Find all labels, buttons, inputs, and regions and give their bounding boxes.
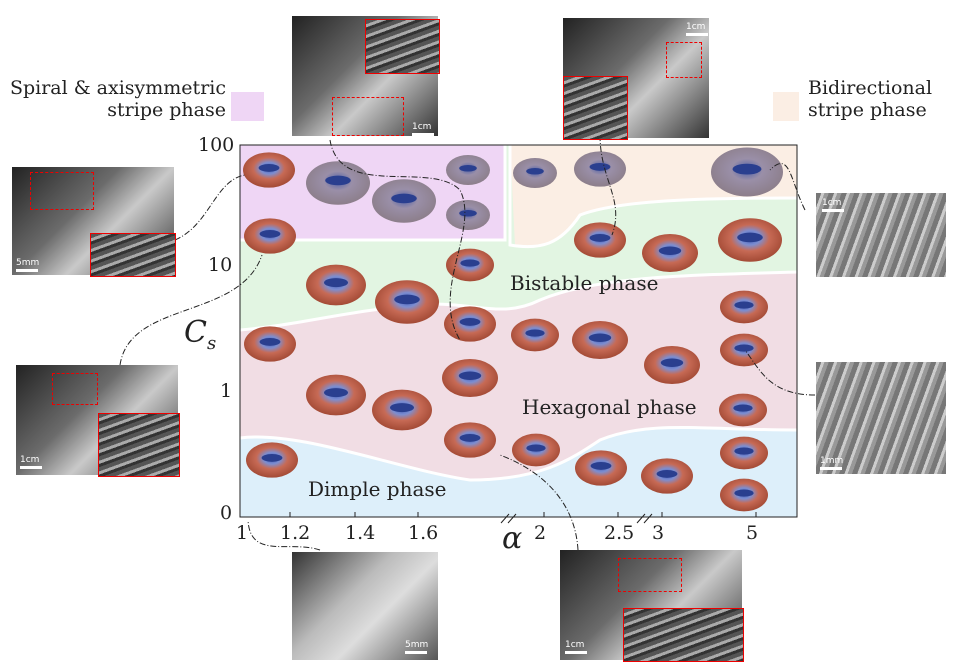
spiral-region [240,145,505,240]
y-axis-label-sub: s [206,333,217,354]
bistable-phase-label: Bistable phase [510,271,659,295]
xtick-label: 1.4 [345,522,376,544]
scale-bar-label: 1cm [565,640,587,654]
torus-hole [459,164,477,172]
x-axis-label: α [502,521,523,556]
legend-spiral-swatch [231,92,264,121]
zoom-region-box [332,97,404,136]
ytick-100: 100 [198,134,235,156]
hexagonal-phase-label: Hexagonal phase [522,395,697,419]
torus-hole [459,318,481,326]
torus-hole [391,193,417,204]
torus-hole [658,246,682,255]
xtick-label: 2 [534,522,547,544]
torus-hole [733,404,753,412]
torus-hole [525,329,545,337]
axis-break-mark [507,513,517,524]
connector-lines [119,134,816,551]
torus-hole [734,301,754,309]
legend-bidir: Bidirectional stripe phase [808,77,932,121]
torus-hole [734,344,754,352]
legend-bidir-swatch [773,92,799,121]
torus-hole [526,444,546,452]
y-axis-label: Cs [184,318,217,355]
torus-hole [259,230,281,238]
torus-hole [259,338,281,346]
torus-hole [589,163,611,171]
torus-hole [660,358,684,367]
torus-hole [261,454,283,462]
ytick-10: 10 [208,254,233,276]
torus-hole [460,259,480,267]
legend-spiral: Spiral & axisymmetric stripe phase [0,77,226,121]
torus-hole [324,278,348,288]
xtick-label: 3 [652,522,665,544]
torus-hole [325,175,351,186]
zoom-region-box [618,558,682,592]
torus-hole [734,489,754,497]
zoom-region-box [30,172,94,210]
scale-bar-label: 5mm [405,640,428,654]
zoom-region-box [666,42,702,78]
torus-hole [459,434,481,442]
xtick-label: 1 [236,522,249,544]
torus-hole [526,167,544,175]
plot-frame [239,144,798,518]
torus-hole [458,371,482,380]
scale-bar-label: 1cm [412,122,434,136]
xtick-label: 5 [746,522,759,544]
zoom-inset [563,76,628,140]
zoom-inset [98,413,180,477]
scale-bar-label: 1cm [20,455,42,469]
phase-boundaries [239,145,798,482]
scale-bar-label: 5mm [16,258,39,272]
ytick-0: 0 [220,502,233,524]
ytick-1: 1 [220,380,233,402]
torus-renderings [243,147,783,512]
legend-spiral-line2: stripe phase [107,99,226,121]
legend-bidir-line2: stripe phase [808,99,927,121]
torus-hole [732,163,762,175]
xtick-label: 2.5 [604,522,635,544]
zoom-inset [623,608,744,662]
torus-hole [324,388,348,398]
zoom-inset [90,233,176,277]
torus-hole [589,234,611,242]
xtick-label: 1.2 [280,522,311,544]
axis-ticks [239,512,757,524]
xtick-label: 1.6 [408,522,439,544]
torus-hole [394,294,420,305]
torus-hole [459,209,477,217]
torus-hole [656,470,678,478]
zoom-region-box [52,373,98,405]
y-axis-label-main: C [184,315,207,350]
torus-hole [390,403,414,413]
axis-break-mark [636,513,646,524]
scale-bar-label: 1cm [822,198,844,212]
torus-hole [737,232,763,243]
torus-hole [734,447,754,455]
legend-bidir-line1: Bidirectional [808,77,933,99]
zoom-inset [365,19,440,74]
axis-break-mark [643,513,653,524]
torus-hole [590,462,612,470]
scale-bar-label: 1cm [686,22,708,36]
dimple-phase-label: Dimple phase [308,477,447,501]
torus-hole [588,333,612,342]
legend-spiral-line1: Spiral & axisymmetric [9,77,226,99]
axis-break-mark [500,513,510,524]
torus-hole [258,164,280,172]
scale-bar-label: 1mm [820,456,843,470]
